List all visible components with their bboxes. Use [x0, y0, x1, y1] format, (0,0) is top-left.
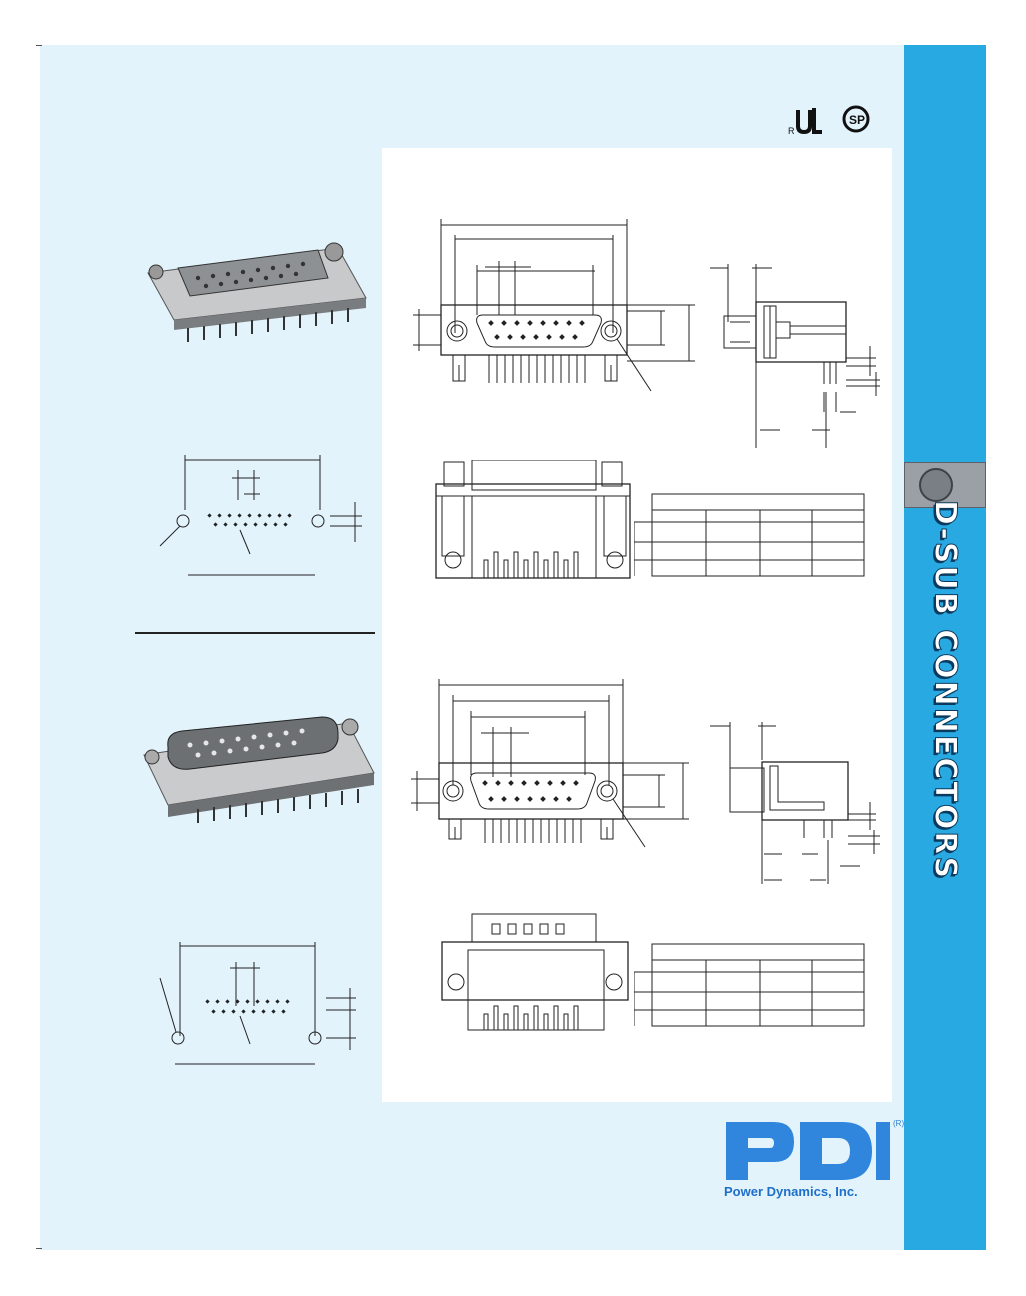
ul-recognized-icon: R [788, 108, 822, 136]
section-divider-left [135, 632, 375, 634]
side-band [904, 45, 986, 1250]
pdi-logo-mark [726, 1122, 890, 1180]
male-side-view-drawing [710, 722, 880, 884]
male-dimension-table [634, 943, 865, 1027]
company-logo: (R) Power Dynamics, Inc. [722, 1118, 905, 1202]
circle-tab-icon [919, 468, 953, 502]
female-side-view-drawing [710, 264, 880, 448]
male-pcb-layout [159, 942, 356, 1065]
drawing-panel [382, 148, 892, 1102]
male-connector-photo [143, 716, 375, 823]
svg-text:R: R [788, 126, 795, 136]
company-name: Power Dynamics, Inc. [724, 1184, 858, 1199]
section-tab [904, 462, 986, 508]
female-rear-view-drawing [435, 460, 631, 579]
svg-text:SP: SP [849, 113, 865, 127]
female-pcb-layout [159, 455, 362, 576]
female-connector-photo [147, 242, 367, 342]
crop-mark [36, 1248, 42, 1249]
female-dimension-table [634, 493, 865, 577]
registered-mark: (R) [893, 1119, 905, 1128]
side-title: D-SUB CONNECTORS [927, 499, 963, 881]
crop-mark [36, 45, 42, 46]
male-front-view-drawing [411, 679, 689, 848]
csa-certified-icon: SP [842, 105, 870, 133]
female-front-view-drawing [413, 219, 695, 392]
male-rear-view-drawing [441, 913, 629, 1031]
